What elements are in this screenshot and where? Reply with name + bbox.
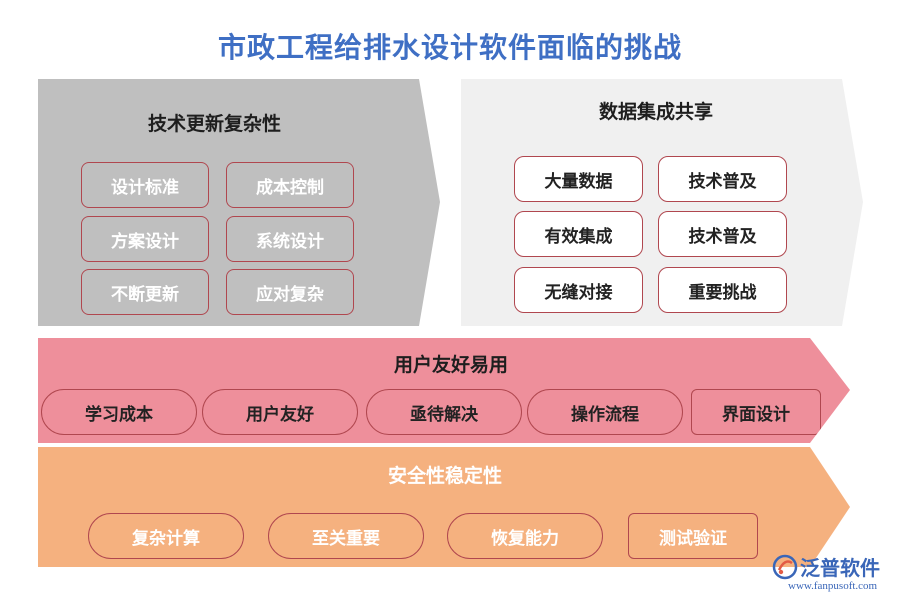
logo-name: 泛普软件	[800, 556, 880, 580]
data-integration-section: 数据集成共享 大量数据 技术普及 有效集成 技术普及 无缝对接 重要挑战	[461, 79, 863, 326]
tech-item: 成本控制	[226, 162, 354, 208]
fanpu-logo-icon	[772, 554, 798, 580]
safety-item: 测试验证	[628, 513, 758, 559]
tech-section-title: 技术更新复杂性	[148, 113, 282, 135]
user-item: 学习成本	[41, 389, 197, 435]
safety-item: 恢复能力	[447, 513, 603, 559]
user-item: 界面设计	[691, 389, 821, 435]
logo-url: www.fanpusoft.com	[788, 580, 878, 592]
data-item: 有效集成	[514, 211, 643, 257]
user-item: 操作流程	[527, 389, 683, 435]
data-section-title: 数据集成共享	[599, 101, 714, 123]
user-item: 亟待解决	[366, 389, 522, 435]
data-item: 技术普及	[658, 211, 787, 257]
tech-item: 系统设计	[226, 216, 354, 262]
tech-item: 应对复杂	[226, 269, 354, 315]
user-friendly-section: 用户友好易用 学习成本 用户友好 亟待解决 操作流程 界面设计	[38, 338, 850, 443]
data-item: 无缝对接	[514, 267, 643, 313]
safety-stability-section: 安全性稳定性 复杂计算 至关重要 恢复能力 测试验证	[38, 447, 850, 567]
tech-item: 方案设计	[81, 216, 209, 262]
tech-item: 不断更新	[81, 269, 209, 315]
user-section-title: 用户友好易用	[394, 354, 509, 376]
safety-item: 复杂计算	[88, 513, 244, 559]
data-item: 技术普及	[658, 156, 787, 202]
safety-item: 至关重要	[268, 513, 424, 559]
user-item: 用户友好	[202, 389, 358, 435]
tech-complexity-section: 技术更新复杂性 设计标准 成本控制 方案设计 系统设计 不断更新 应对复杂	[38, 79, 440, 326]
safety-section-title: 安全性稳定性	[388, 465, 503, 487]
data-item: 大量数据	[514, 156, 643, 202]
fanpu-logo: 泛普软件 www.fanpusoft.com	[768, 552, 898, 598]
data-item: 重要挑战	[658, 267, 787, 313]
tech-item: 设计标准	[81, 162, 209, 208]
page-title: 市政工程给排水设计软件面临的挑战	[217, 31, 682, 64]
